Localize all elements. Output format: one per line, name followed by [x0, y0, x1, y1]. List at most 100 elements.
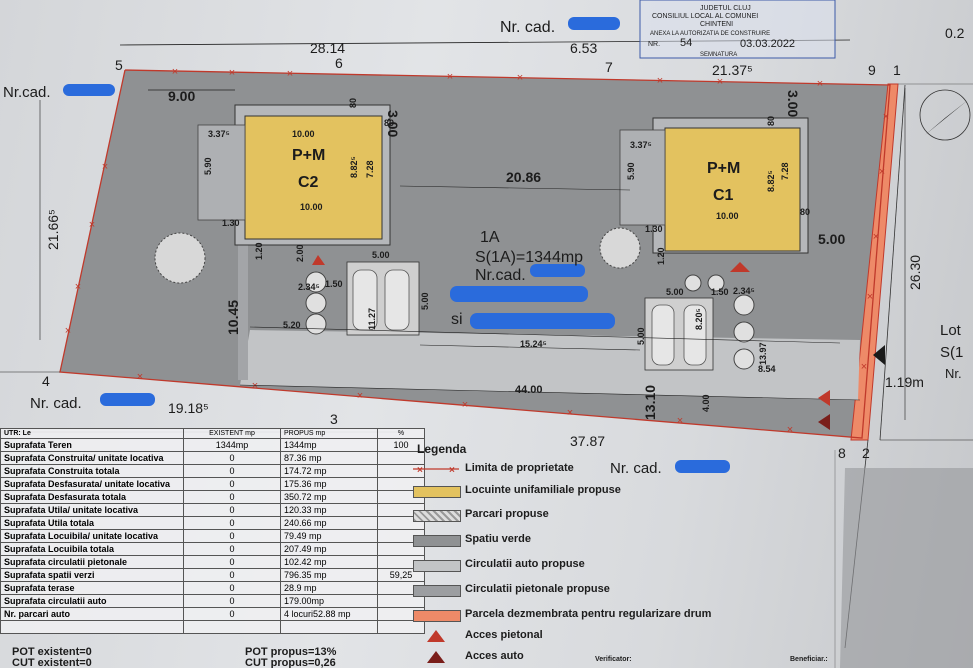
point-4: 4	[42, 373, 50, 389]
svg-text:×: ×	[861, 361, 867, 373]
row-label: Suprafata Locuibila/ unitate locativa	[0, 529, 184, 543]
house-c2-id: C2	[298, 174, 319, 191]
point-8: 8	[838, 445, 846, 461]
row-existent: 0	[183, 529, 281, 543]
dim-c1-120: 1.20	[656, 247, 666, 265]
auto-access-icon	[427, 651, 445, 663]
house-c2-footprint	[244, 115, 383, 240]
swatch-icon	[413, 486, 461, 498]
dim-setback-c2: 3.00	[385, 110, 401, 137]
dim-c2-left-road: 5.20	[283, 320, 301, 330]
redaction	[470, 313, 615, 329]
dim-top-right: 21.37⁵	[712, 62, 753, 78]
point-9: 9	[868, 62, 876, 78]
dim-bottom-left: 19.18⁵	[168, 400, 209, 416]
lot-area: S(1A)=1344mp	[475, 249, 583, 266]
svg-text:×: ×	[567, 407, 573, 419]
cad-bottom-right: Nr. cad.	[610, 460, 662, 477]
shrub-icon	[707, 274, 725, 292]
dim-c1-882: 8.82⁵	[766, 170, 776, 192]
shrub-icon	[684, 274, 702, 292]
svg-text:×: ×	[883, 111, 889, 123]
redaction	[675, 460, 730, 473]
stamp-nr-label: NR.	[648, 41, 660, 48]
urban-indicators-table: UTR: Le EXISTENT mp PROPUS mp % Suprafat…	[0, 428, 425, 634]
svg-text:×: ×	[657, 75, 663, 87]
dim-c2-80a: 80	[348, 98, 358, 108]
pedestrian-access-icon	[427, 630, 445, 642]
row-label: Suprafata terase	[0, 581, 184, 595]
beneficiar-label: Beneficiar.:	[790, 656, 828, 663]
shrub-icon	[733, 348, 755, 370]
boundary-markers: ×××× ×××× ×××× ×××× ××× ×××××	[65, 66, 889, 436]
legend-label: Parcari propuse	[465, 508, 549, 520]
svg-text:×: ×	[287, 68, 293, 80]
dim-c2-120: 1.20	[254, 242, 264, 260]
row-propus: 240.66 mp	[280, 516, 378, 530]
legend-label: Acces auto	[465, 650, 524, 662]
car-c1-a	[651, 304, 675, 366]
terrace-c2	[197, 124, 246, 221]
row-existent: 0	[183, 581, 281, 595]
legend-label: Parcela dezmembrata pentru regularizare …	[465, 608, 712, 620]
row-existent: 0	[183, 542, 281, 556]
row-percent	[377, 620, 425, 634]
legend-label: Locuinte unifamiliale propuse	[465, 484, 621, 496]
house-c1-type: P+M	[707, 160, 740, 177]
row-existent	[183, 620, 281, 634]
dim-c2-728: 7.28	[365, 160, 375, 178]
dim-c1-590: 5.90	[626, 162, 636, 180]
svg-text:×: ×	[817, 78, 823, 90]
dim-c2-882: 8.82⁵	[349, 156, 359, 178]
point-5: 5	[115, 57, 123, 73]
shrub-icon	[733, 294, 755, 316]
dim-c2-234: 2.34⁵	[298, 282, 320, 292]
stamp-line2: CONSILIUL LOCAL AL COMUNEI	[652, 13, 758, 20]
row-propus: 4 locuri52.88 mp	[280, 607, 378, 621]
dim-c1-1000: 10.00	[716, 211, 739, 221]
dim-c2-130: 1.30	[222, 218, 240, 228]
row-existent: 0	[183, 607, 281, 621]
row-propus: 350.72 mp	[280, 490, 378, 504]
svg-text:×: ×	[75, 281, 81, 293]
dim-walk: 15.24⁵	[520, 339, 547, 349]
swatch-icon	[413, 610, 461, 622]
house-c2-type: P+M	[292, 147, 325, 164]
lot-si: si	[451, 311, 463, 328]
dim-c2-1000: 10.00	[292, 129, 315, 139]
redaction	[63, 84, 115, 96]
stamp-line4: ANEXA LA AUTORIZATIA DE CONSTRUIRE	[650, 31, 770, 37]
swatch-icon	[413, 510, 461, 522]
car-c2-b	[384, 269, 410, 331]
svg-text:×: ×	[462, 399, 468, 411]
row-existent: 1344mp	[183, 438, 281, 452]
svg-text:×: ×	[252, 380, 258, 392]
svg-text:×: ×	[65, 325, 71, 337]
swatch-icon	[413, 585, 461, 597]
row-existent: 0	[183, 516, 281, 530]
svg-text:×: ×	[873, 231, 879, 243]
dim-c1-parking: 5.00	[666, 287, 684, 297]
row-label	[0, 620, 184, 634]
verificator-label: Verificator:	[595, 656, 632, 663]
dim-c1-234: 2.34⁵	[733, 286, 755, 296]
svg-text:×: ×	[417, 465, 423, 474]
shrub-icon	[305, 292, 327, 314]
redaction	[450, 286, 588, 302]
dim-c2-1000b: 10.00	[300, 202, 323, 212]
dim-c1-80b: 80	[800, 207, 810, 217]
property-boundary	[59, 69, 891, 439]
stamp-sign: SEMNATURA	[700, 52, 737, 58]
point-2: 2	[862, 445, 870, 461]
pot-existent: POT existent=0	[12, 646, 92, 658]
row-label: Suprafata Construita totala	[0, 464, 184, 478]
cad-left-bottom: Nr. cad.	[30, 395, 82, 412]
row-propus: 1344mp	[280, 438, 378, 452]
stamp-line1: JUDETUL CLUJ	[700, 5, 751, 12]
